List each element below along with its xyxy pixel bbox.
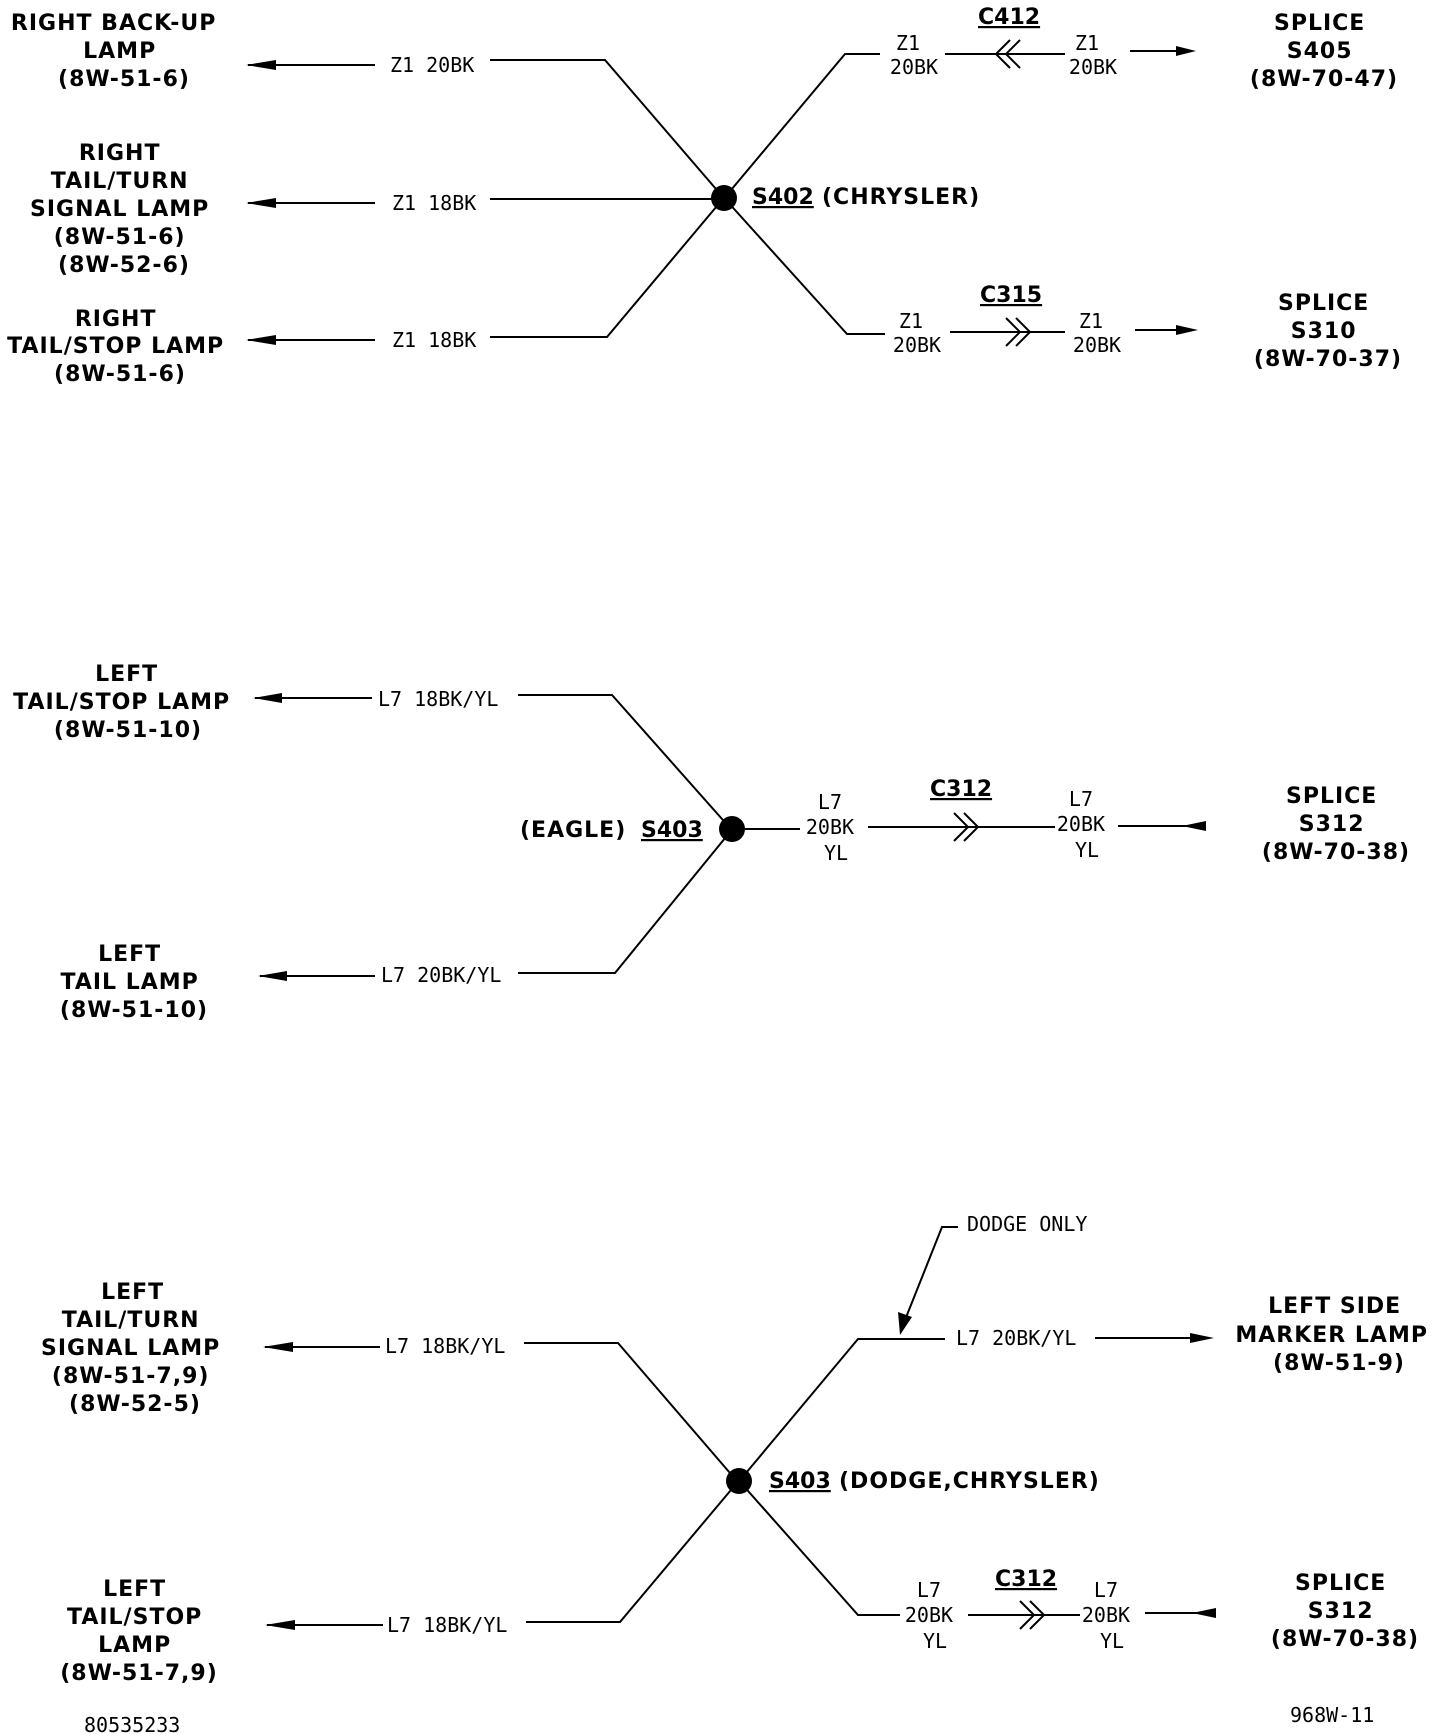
wire-line	[740, 1482, 900, 1616]
conn-c412-right-label: Z1 20BK	[1069, 31, 1117, 79]
wire-line	[725, 199, 885, 335]
arrow-right-icon	[1176, 46, 1196, 56]
dest-splice-s312-eagle: SPLICE S312 (8W-70-38)	[1262, 784, 1410, 865]
dest-splice-s312-dodge: SPLICE S312 (8W-70-38)	[1271, 1571, 1419, 1652]
arrow-left-icon	[263, 1342, 293, 1352]
group-s403-dodge: LEFT TAIL/TURN SIGNAL LAMP (8W-51-7,9) (…	[41, 1212, 1436, 1686]
wire-label-marker: L7 20BK/YL	[956, 1326, 1076, 1350]
wire-line	[518, 831, 731, 974]
arrow-left-icon	[1182, 821, 1206, 831]
dest-splice-s405: SPLICE S405 (8W-70-47)	[1250, 11, 1398, 92]
connector-chevron-icon	[1005, 317, 1022, 347]
connector-chevron-icon	[1029, 1600, 1046, 1630]
wire-label-left-turn: L7 18BK/YL	[385, 1334, 505, 1358]
comp-left-tail-stop-lamp: LEFT TAIL/STOP LAMP (8W-51-10)	[13, 662, 239, 743]
wire-label-stop: Z1 18BK	[392, 328, 476, 352]
connector-chevron-icon	[994, 39, 1011, 69]
arrow-left-icon	[258, 971, 287, 981]
wire-label-left-stop: L7 18BK/YL	[378, 687, 498, 711]
comp-left-tail-turn-lamp: LEFT TAIL/TURN SIGNAL LAMP (8W-51-7,9) (…	[41, 1280, 229, 1417]
connector-c312-dodge: C312	[995, 1567, 1057, 1592]
connector-chevron-icon	[1019, 1600, 1036, 1630]
group-s402: RIGHT BACK-UP LAMP (8W-51-6) RIGHT TAIL/…	[7, 5, 1402, 387]
connector-c315: C315	[980, 283, 1042, 308]
arrow-left-icon	[1192, 1608, 1216, 1618]
arrow-left-icon	[246, 335, 276, 345]
conn-c312-right-label: L7 20BK YL	[1057, 787, 1117, 862]
wire-line	[518, 694, 731, 829]
conn-c315-left-label: Z1 20BK	[893, 309, 941, 357]
arrow-left-icon	[246, 60, 276, 70]
splice-dot-s403-eagle	[719, 816, 745, 842]
arrow-right-icon	[1190, 1333, 1214, 1343]
conn-c312-dodge-right-label: L7 20BK YL	[1082, 1578, 1142, 1653]
wire-line	[740, 1338, 945, 1480]
splice-note-dodge: (DODGE,CHRYSLER)	[839, 1469, 1100, 1494]
conn-c412-left-label: Z1 20BK	[890, 31, 938, 79]
note-dodge-only: DODGE ONLY	[967, 1212, 1087, 1236]
wire-line	[526, 1483, 737, 1623]
connector-chevron-icon	[1015, 317, 1032, 347]
splice-note-eagle: (EAGLE)	[520, 818, 626, 843]
comp-right-tail-turn-lamp: RIGHT TAIL/TURN SIGNAL LAMP (8W-51-6) (8…	[30, 141, 218, 278]
arrow-left-icon	[265, 1620, 295, 1630]
arrow-down-icon	[898, 1312, 912, 1335]
conn-c312-dodge-left-label: L7 20BK YL	[905, 1578, 965, 1653]
arrow-right-icon	[1176, 325, 1198, 335]
splice-id-s402: S402	[752, 185, 814, 210]
wire-label-left-tail: L7 20BK/YL	[381, 963, 501, 987]
comp-left-tail-lamp: LEFT TAIL LAMP (8W-51-10)	[60, 942, 208, 1023]
splice-id-s403-eagle: S403	[641, 818, 703, 843]
footer-code-right: 968W-11	[1290, 1703, 1374, 1727]
wire-label-turn: Z1 18BK	[392, 191, 476, 215]
wire-line	[524, 1342, 737, 1481]
connector-chevron-icon	[963, 812, 980, 842]
wire-label-backup: Z1 20BK	[390, 53, 474, 77]
footer-code-left: 80535233	[84, 1713, 180, 1734]
wire-label-left-stop-2: L7 18BK/YL	[387, 1613, 507, 1637]
conn-c315-right-label: Z1 20BK	[1073, 309, 1121, 357]
wire-line	[725, 53, 880, 197]
arrow-left-icon	[253, 693, 282, 703]
comp-right-backup-lamp: RIGHT BACK-UP LAMP (8W-51-6)	[11, 11, 225, 92]
splice-id-s403-dodge: S403	[769, 1469, 831, 1494]
connector-chevron-icon	[953, 812, 970, 842]
connector-chevron-icon	[1004, 39, 1021, 69]
arrow-left-icon	[246, 198, 276, 208]
dest-left-side-marker-lamp: LEFT SIDE MARKER LAMP (8W-51-9)	[1235, 1294, 1436, 1376]
callout-line	[904, 1226, 958, 1321]
connector-c412: C412	[978, 5, 1040, 30]
comp-right-tail-stop-lamp: RIGHT TAIL/STOP LAMP (8W-51-6)	[7, 307, 233, 387]
conn-c312-left-label: L7 20BK YL	[806, 790, 866, 865]
wire-line	[490, 199, 723, 338]
dest-splice-s310: SPLICE S310 (8W-70-37)	[1254, 291, 1402, 372]
splice-note-s402: (CHRYSLER)	[822, 185, 980, 210]
comp-left-tail-stop-lamp-2: LEFT TAIL/STOP LAMP (8W-51-7,9)	[60, 1577, 218, 1686]
connector-c312-eagle: C312	[930, 777, 992, 802]
wire-line	[490, 59, 723, 197]
group-s403-eagle: LEFT TAIL/STOP LAMP (8W-51-10) LEFT TAIL…	[13, 662, 1410, 1023]
